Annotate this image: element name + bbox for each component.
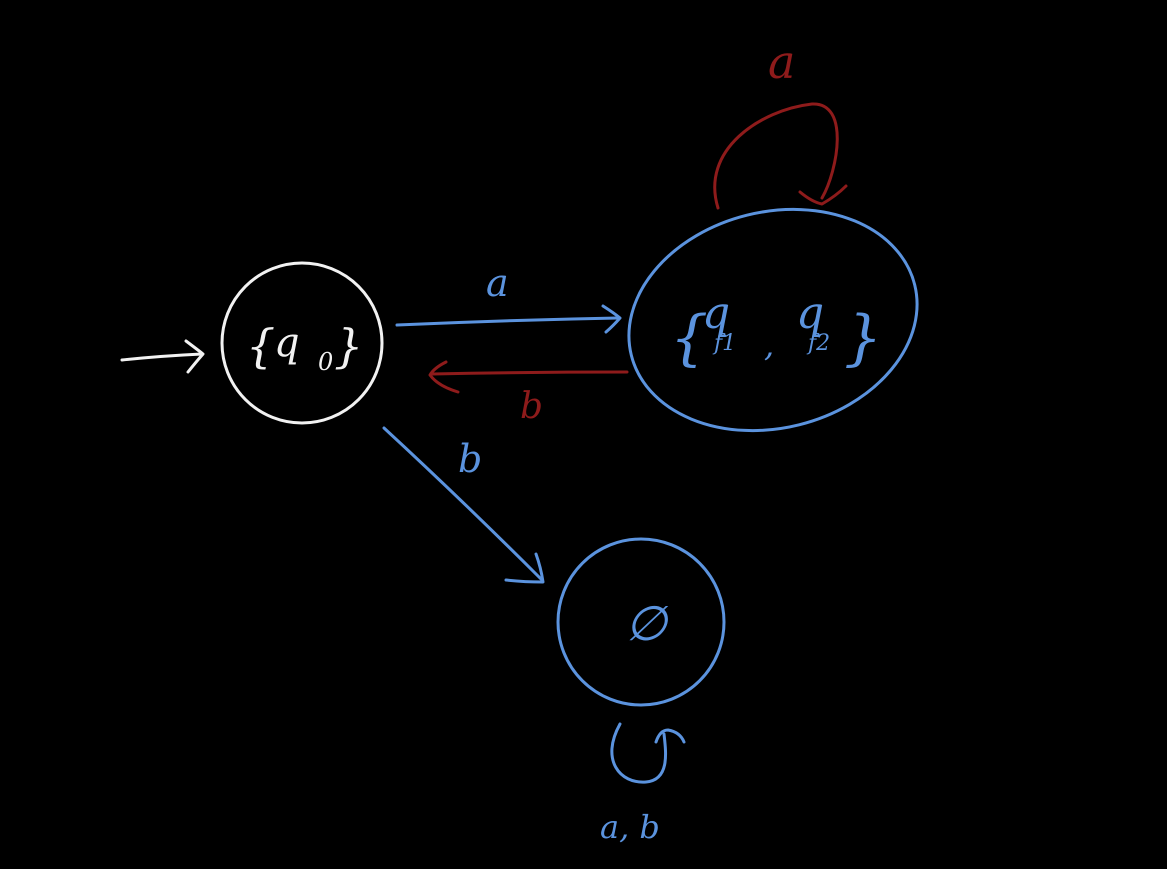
- state-f12-sub2: f2: [806, 331, 830, 356]
- start-arrow: [120, 339, 205, 374]
- state-f12-close-brace: }: [844, 303, 882, 373]
- state-f12-open-brace: {: [670, 303, 708, 373]
- state-q0-open-brace: {: [246, 319, 275, 373]
- state-f12-sub1: f1: [712, 331, 736, 356]
- transition-empty-self-loop: a, b: [600, 722, 686, 846]
- transition-f12-self-loop-label: a: [768, 35, 795, 89]
- state-empty-symbol: ∅: [625, 596, 669, 652]
- state-q0-close-brace: }: [334, 319, 363, 373]
- state-q0-circle: [220, 261, 384, 425]
- state-f12-q1: q: [702, 288, 730, 339]
- state-f12-comma: ,: [764, 326, 774, 364]
- transition-f12-self-loop: a: [713, 35, 848, 210]
- state-q0-subscript: 0: [318, 348, 333, 376]
- transition-empty-self-loop-label: a, b: [600, 808, 660, 846]
- transition-f12-to-q0-label: b: [520, 386, 543, 427]
- transition-q0-to-f12-label: a: [486, 261, 509, 305]
- transition-q0-to-f12: a: [395, 261, 622, 334]
- transition-q0-to-empty-label: b: [458, 437, 482, 481]
- state-f12: { q f1 , q f2 }: [627, 207, 919, 433]
- transition-f12-to-q0: b: [428, 360, 629, 427]
- state-empty: ∅: [556, 537, 726, 707]
- state-empty-circle: [556, 537, 726, 707]
- state-q0-q: q: [274, 320, 300, 366]
- transition-q0-to-empty: b: [382, 426, 545, 584]
- state-f12-q2: q: [796, 288, 824, 339]
- state-q0: { q 0 }: [220, 261, 384, 425]
- state-f12-ellipse: [627, 207, 919, 433]
